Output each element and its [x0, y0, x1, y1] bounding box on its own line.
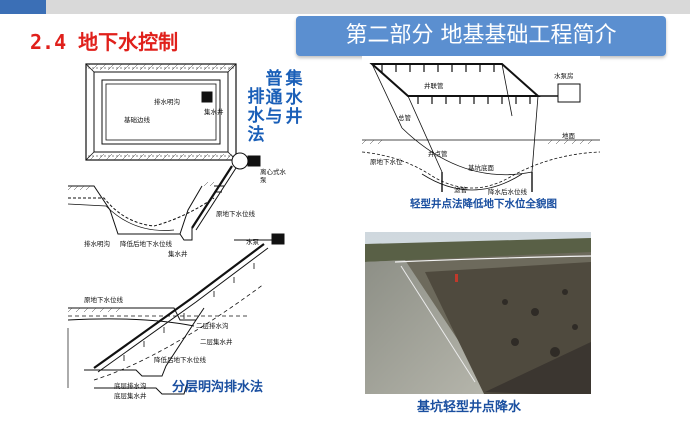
- label-pump-room: 水泵房: [554, 72, 574, 80]
- right-figure-drawing: [362, 63, 600, 192]
- label-lowered-level: 降低后地下水位线: [120, 240, 172, 248]
- label-bottom-ditch: 底层排水沟: [114, 382, 147, 390]
- label-sump: 集水井: [204, 108, 224, 116]
- label-pump: 离心式水泵: [260, 168, 286, 184]
- left-figure-vertical-title: 普 通 与: [265, 69, 283, 127]
- left-figure-drawing: [67, 63, 285, 395]
- label-water-pump: 水泵: [246, 238, 259, 246]
- label-filter-pipe: 滤管: [454, 186, 467, 194]
- right-figure-caption: 轻型井点法降低地下水位全貌图: [410, 198, 557, 210]
- label-sump-2: 集水井: [168, 250, 188, 258]
- right-figure: 井联管 水泵房 总管 地面 井点管 原地下水位 基坑底面 滤管 降水后水位线 轻…: [362, 56, 600, 218]
- label-lowered-level-right: 降水后水位线: [488, 188, 527, 196]
- label-second-sump: 二层集水井: [200, 338, 233, 346]
- left-figure: 排水明沟 集水井 基础边线 离心式水泵 原地下水位线 排水明沟 降低后地下水位线…: [64, 58, 296, 400]
- site-photo-drawing: [365, 232, 591, 396]
- label-drain-ditch-2: 排水明沟: [84, 240, 110, 248]
- label-second-ditch: 二层排水沟: [196, 322, 229, 330]
- label-orig-level: 原地下水位: [370, 158, 403, 166]
- label-drain-ditch: 排水明沟: [154, 98, 180, 106]
- top-bar: [0, 0, 690, 14]
- top-bar-accent: [0, 0, 46, 14]
- label-header-pipe: 井联管: [424, 82, 444, 90]
- label-ground: 地面: [562, 132, 575, 140]
- label-orig-water-level-2: 原地下水位线: [84, 296, 123, 304]
- photo-caption: 基坑轻型井点降水: [417, 400, 522, 415]
- left-figure-vertical-title-3: 排 水 法: [247, 87, 265, 145]
- label-pit-edge: 基础边线: [124, 116, 150, 124]
- label-lowered-level-2: 降低后地下水位线: [154, 356, 206, 364]
- banner-title: 第二部分 地基基础工程简介: [296, 16, 666, 56]
- site-photo: [365, 232, 591, 396]
- label-pit-bottom: 基坑底面: [468, 164, 494, 172]
- label-bottom-sump: 底层集水井: [114, 392, 147, 400]
- left-figure-caption: 分层明沟排水法: [172, 380, 264, 395]
- photo-caption-bar: 基坑轻型井点降水: [365, 394, 591, 415]
- label-orig-water-level: 原地下水位线: [216, 210, 255, 218]
- label-main-pipe: 总管: [398, 114, 411, 122]
- label-well-point: 井点管: [428, 150, 448, 158]
- section-title: 2.4 地下水控制: [30, 30, 179, 54]
- left-figure-vertical-title-2: 集 水 井: [285, 69, 303, 127]
